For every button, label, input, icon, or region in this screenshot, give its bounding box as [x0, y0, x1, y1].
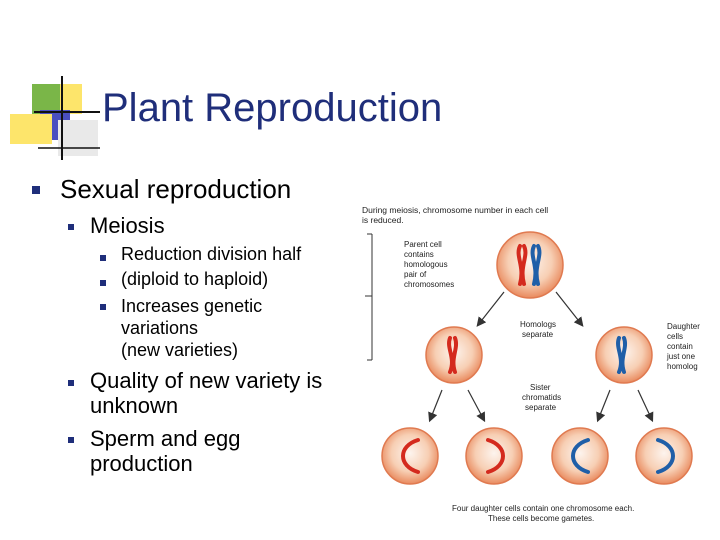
sister-label-3: separate — [525, 403, 557, 412]
slide-title: Plant Reproduction — [102, 86, 443, 130]
bullet-meiosis: Meiosis — [90, 213, 165, 238]
parent-label-3: homologous — [404, 260, 448, 269]
caption-top-line2: is reduced. — [362, 215, 404, 225]
bullet-marker — [32, 186, 40, 194]
daughter-label-1: Daughter — [667, 322, 700, 331]
daughter-label-2: cells — [667, 332, 683, 341]
bullet-genetic-variations-line3: (new varieties) — [121, 340, 239, 360]
daughter-label-5: homolog — [667, 362, 698, 371]
gamete-cell-4 — [635, 427, 693, 485]
gamete-cell-1 — [381, 427, 439, 485]
parent-cell — [496, 231, 564, 299]
parent-label-1: Parent cell — [404, 240, 442, 249]
caption-bottom-line2: These cells become gametes. — [488, 514, 594, 523]
homologs-label-2: separate — [522, 330, 554, 339]
bullet-marker — [68, 380, 74, 386]
bullet-marker — [68, 437, 74, 443]
bullet-marker — [100, 304, 106, 310]
homologs-label-1: Homologs — [520, 320, 556, 329]
bullet-sperm-egg-line1: Sperm and egg — [90, 426, 241, 451]
bullet-sperm-egg-line2: production — [90, 451, 193, 476]
parent-label-4: pair of — [404, 270, 427, 279]
sister-label-2: chromatids — [522, 393, 561, 402]
parent-label-5: chromosomes — [404, 280, 454, 289]
bullet-sexual-reproduction: Sexual reproduction — [60, 174, 292, 204]
bullet-marker — [68, 224, 74, 230]
sister-label-1: Sister — [530, 383, 551, 392]
bullet-quality-line2: unknown — [90, 393, 179, 418]
daughter-cell-blue — [595, 326, 653, 384]
caption-top-line1: During meiosis, chromosome number in eac… — [362, 205, 548, 215]
caption-bottom-line1: Four daughter cells contain one chromoso… — [452, 504, 634, 513]
slide-logo — [0, 0, 110, 170]
bullet-genetic-variations-line2: variations — [121, 318, 199, 338]
parent-label-2: contains — [404, 250, 434, 259]
bullet-reduction-division: Reduction division half — [121, 244, 302, 264]
gamete-cell-3 — [551, 427, 609, 485]
daughter-cell-red — [425, 326, 483, 384]
daughter-label-4: just one — [666, 352, 696, 361]
meiosis-diagram: During meiosis, chromosome number in eac… — [362, 200, 712, 530]
bullet-diploid-haploid: (diploid to haploid) — [121, 269, 269, 289]
daughter-label-3: contain — [667, 342, 693, 351]
bullet-quality-line1: Quality of new variety is — [90, 368, 323, 393]
bullet-marker — [100, 255, 106, 261]
bullet-genetic-variations-line1: Increases genetic — [121, 296, 263, 316]
bullet-marker — [100, 280, 106, 286]
gamete-cell-2 — [465, 427, 523, 485]
